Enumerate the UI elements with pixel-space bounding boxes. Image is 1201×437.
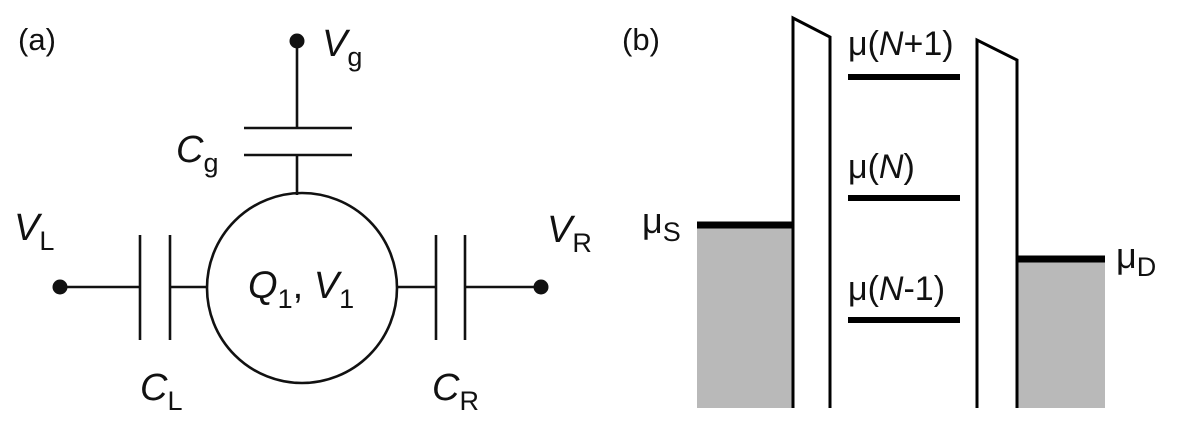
right-tunnel-barrier (975, 37, 1019, 408)
right-voltage-label: VR (547, 209, 592, 258)
gate-voltage-label: Vg (322, 23, 362, 72)
left-capacitor-label: CL (140, 367, 182, 416)
level-n-label: μ(N) (848, 148, 915, 186)
source-reservoir (697, 226, 793, 408)
level-n-plus-1-label: μ(N+1) (848, 25, 954, 63)
left-voltage-label: VL (14, 207, 54, 256)
drain-reservoir (1017, 260, 1105, 408)
island-label: Q1, V1 (248, 265, 354, 314)
energy-diagram-panel: (b) μS μD μ(N+1) μ(N) μ(N-1) (622, 15, 1156, 408)
right-terminal-dot (533, 279, 549, 295)
panel-b-label: (b) (622, 22, 660, 57)
level-n-minus-1-label: μ(N-1) (848, 270, 945, 308)
drain-label: μD (1116, 235, 1156, 282)
panel-a-label: (a) (18, 22, 56, 57)
left-tunnel-barrier (791, 15, 832, 408)
source-label: μS (642, 200, 681, 247)
gate-capacitor-label: Cg (176, 129, 218, 178)
circuit-panel: (a) Vg Cg Q1, V1 VL CL VR CR (14, 22, 592, 416)
right-capacitor-label: CR (432, 367, 479, 416)
